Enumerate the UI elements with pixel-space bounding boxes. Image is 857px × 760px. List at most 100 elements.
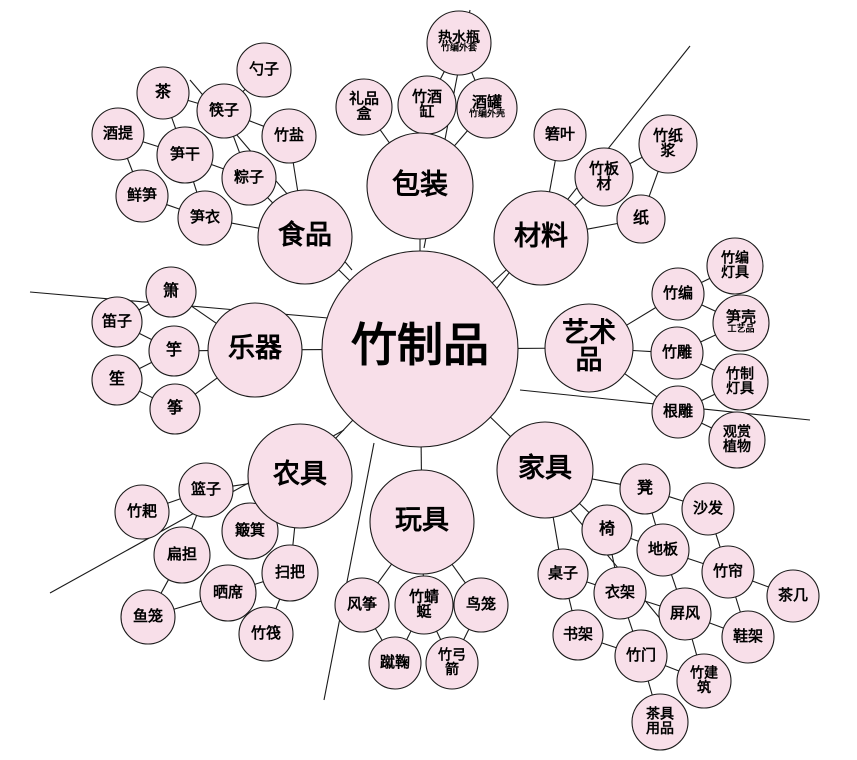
node-竹盐[interactable]: 竹盐 [261, 108, 317, 164]
node-竹雕[interactable]: 竹雕 [650, 326, 704, 380]
node-热水瓶-sublabel: 竹编外套 [440, 42, 478, 53]
branch-hub-玩具[interactable]: 玩具 [369, 469, 475, 575]
node-竹弓箭-circle [425, 636, 479, 690]
node-酒罐-sublabel: 竹编外壳 [468, 108, 505, 119]
branch-hub-艺术品[interactable]: 艺术品 [544, 303, 634, 393]
node-竹蜻蜓[interactable]: 竹蜻蜓 [394, 575, 454, 635]
node-酒提[interactable]: 酒提 [91, 107, 145, 161]
edge-zhulian-xiejia [735, 596, 741, 613]
node-纸[interactable]: 纸 [616, 194, 666, 244]
node-笛子-label: 笛子 [101, 312, 132, 330]
node-竹蜻蜓-label: 竹蜻 [408, 587, 439, 605]
node-笙[interactable]: 笙 [91, 354, 143, 406]
node-沙发[interactable]: 沙发 [681, 482, 735, 536]
node-鞋架-label: 鞋架 [733, 627, 763, 645]
node-竹弓箭[interactable]: 竹弓箭 [425, 636, 479, 690]
branch-hub-农具-label: 农具 [272, 459, 327, 489]
branch-hub-艺术品-label: 艺术 [562, 317, 616, 347]
edge-zhuozi-yijia [586, 581, 596, 586]
node-观赏植物-label: 观赏 [723, 424, 751, 440]
edge-yu-sheng [139, 361, 152, 370]
node-笛子[interactable]: 笛子 [91, 296, 143, 348]
node-竹纸浆-label: 浆 [660, 142, 676, 160]
node-凳[interactable]: 凳 [619, 463, 671, 515]
node-茶[interactable]: 茶 [136, 66, 190, 120]
edge-hub-deng [592, 478, 621, 485]
node-簸箕[interactable]: 簸箕 [221, 502, 279, 560]
branch-hub-家具[interactable]: 家具 [496, 421, 594, 519]
node-衣架[interactable]: 衣架 [593, 566, 647, 620]
node-观赏植物-label: 植物 [722, 438, 751, 454]
node-筷子[interactable]: 筷子 [196, 83, 252, 139]
node-箫[interactable]: 箫 [145, 266, 197, 318]
node-鞋架[interactable]: 鞋架 [721, 610, 775, 664]
node-蹴鞠[interactable]: 蹴鞠 [368, 636, 422, 690]
node-篮子[interactable]: 篮子 [178, 462, 234, 518]
node-鲜笋-label: 鲜笋 [127, 186, 157, 204]
node-笋衣[interactable]: 笋衣 [177, 190, 233, 246]
node-笋干[interactable]: 笋干 [156, 126, 214, 184]
node-竽[interactable]: 竽 [148, 325, 200, 377]
node-竹板材[interactable]: 竹板材 [574, 147, 634, 207]
node-桌子[interactable]: 桌子 [537, 548, 589, 600]
node-勺子[interactable]: 勺子 [236, 42, 292, 98]
edge-hub-zhubian [626, 307, 657, 326]
node-竹建筑[interactable]: 竹建筑 [676, 653, 732, 709]
node-扁担[interactable]: 扁担 [153, 526, 211, 584]
node-扫把-circle [261, 544, 319, 602]
node-屏风[interactable]: 屏风 [658, 587, 712, 641]
node-竹帘[interactable]: 竹帘 [701, 545, 755, 599]
node-竹纸浆[interactable]: 竹纸浆 [638, 114, 698, 174]
node-竹耙[interactable]: 竹耙 [114, 484, 170, 540]
branch-hub-材料[interactable]: 材料 [493, 190, 589, 286]
node-竹酒缸[interactable]: 竹酒缸 [397, 75, 457, 135]
node-笋衣-circle [177, 190, 233, 246]
node-礼品盒[interactable]: 礼品盒 [335, 78, 393, 136]
branch-hub-包装[interactable]: 包装 [366, 132, 474, 240]
edge-zhubian-zhubiandengju [701, 277, 711, 284]
branch-hub-农具[interactable]: 农具 [247, 423, 353, 529]
node-书架[interactable]: 书架 [552, 609, 604, 661]
node-竹门[interactable]: 竹门 [614, 629, 668, 683]
edge-xiansun-sunyi [166, 204, 180, 210]
node-扫把[interactable]: 扫把 [261, 544, 319, 602]
edge-zhumen-zhujianzhu [664, 665, 680, 672]
node-茶几-circle [766, 569, 820, 623]
node-竹筏[interactable]: 竹筏 [238, 606, 294, 662]
node-粽子[interactable]: 粽子 [221, 150, 277, 206]
node-茶几[interactable]: 茶几 [766, 569, 820, 623]
node-扫把-label: 扫把 [275, 563, 305, 581]
center-node[interactable]: 竹制品 [321, 250, 519, 448]
node-筝[interactable]: 筝 [149, 383, 201, 435]
edge-hub-zheng [194, 377, 218, 395]
node-风筝[interactable]: 风筝 [334, 577, 390, 633]
node-椅[interactable]: 椅 [581, 504, 633, 556]
node-竹编[interactable]: 竹编 [651, 267, 705, 321]
node-鸟笼[interactable]: 鸟笼 [453, 577, 509, 633]
node-地板[interactable]: 地板 [636, 523, 690, 577]
node-箬叶[interactable]: 箬叶 [533, 108, 587, 162]
node-晒席[interactable]: 晒席 [199, 564, 257, 622]
node-箫-circle [145, 266, 197, 318]
spoke-to-家具 [490, 416, 511, 438]
branch-hub-乐器[interactable]: 乐器 [207, 302, 303, 398]
node-竹板材-label: 材 [596, 175, 611, 193]
node-根雕[interactable]: 根雕 [651, 385, 705, 439]
edge-zhudiao-sunkegongyipin [700, 334, 716, 343]
edge-zhuyan-kuaizi [249, 120, 264, 127]
edge-deng-diban [651, 512, 657, 526]
edge-diban-pingfeng [670, 574, 678, 590]
node-笋干-label: 笋干 [170, 145, 200, 163]
node-竹编灯具-label: 竹编 [720, 250, 749, 266]
node-鲜笋[interactable]: 鲜笋 [115, 169, 169, 223]
node-鱼笼[interactable]: 鱼笼 [120, 589, 176, 645]
branch-hub-食品[interactable]: 食品 [257, 189, 353, 285]
node-衣架-label: 衣架 [605, 583, 635, 601]
